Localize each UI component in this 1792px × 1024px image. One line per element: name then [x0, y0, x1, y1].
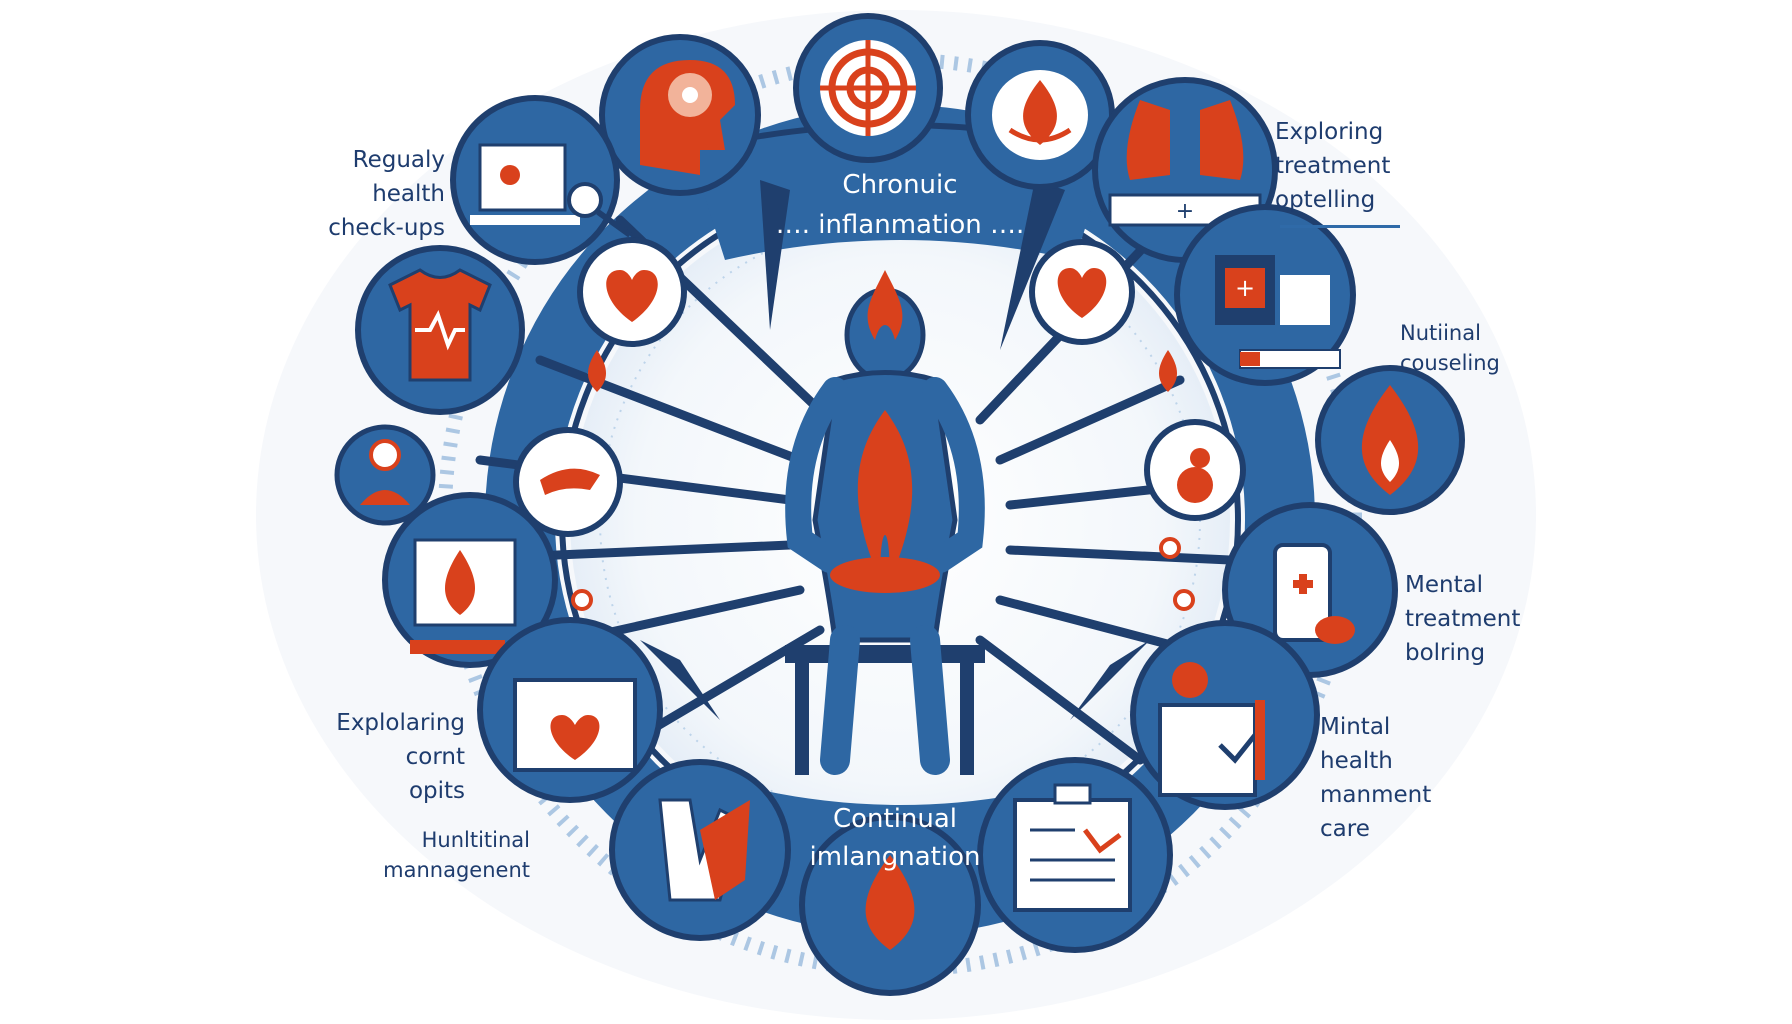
- document-icon: [977, 757, 1173, 953]
- flame-icon: [1315, 365, 1465, 515]
- center-top-label-line2: …. inflanmation ….: [775, 210, 1025, 240]
- flame-icon: [799, 814, 981, 996]
- tshirt-icon: [355, 245, 525, 415]
- svg-text:+: +: [1235, 274, 1255, 302]
- label-line: care: [1320, 816, 1370, 842]
- label-line: bolring: [1405, 640, 1486, 666]
- medicine-icon: +: [1174, 204, 1356, 386]
- label-line: health: [1320, 748, 1393, 774]
- heart-icon: [1029, 239, 1135, 345]
- brain-icon: [599, 34, 761, 196]
- target-icon: [793, 13, 943, 163]
- label-top-right: Exploring treatment optelling: [1275, 115, 1455, 217]
- pill-icon: [513, 427, 623, 537]
- small-flames: [588, 350, 1177, 392]
- label-mid-right-1: Nutiinal couseling: [1400, 318, 1570, 378]
- label-line: Regualy: [352, 147, 445, 173]
- heart-icon: [577, 237, 687, 347]
- label-line: Exploring: [1275, 119, 1384, 145]
- seated-figure: [785, 270, 985, 775]
- label-line: Mental: [1405, 572, 1484, 598]
- label-lower-right: Mintal health manment care: [1320, 710, 1490, 846]
- label-line: manment: [1320, 782, 1432, 808]
- label-line: mannagenent: [383, 858, 530, 882]
- label-lower-left: Explolaring cornt opits: [295, 706, 465, 808]
- pointer-wedges: [640, 180, 1150, 720]
- label-bottom-left: Hunltitinal mannagenent: [330, 825, 530, 885]
- label-line: treatment: [1405, 606, 1521, 632]
- label-line: opits: [408, 778, 465, 804]
- person-icon: [334, 424, 436, 526]
- center-top-label-line1: Chronuic: [842, 170, 958, 200]
- label-line: Hunltitinal: [421, 828, 530, 852]
- flame-icon: [382, 492, 558, 668]
- clipboard-icon: [1130, 620, 1320, 810]
- label-line: health: [372, 181, 445, 207]
- laptop-icon: [450, 95, 632, 265]
- folder-icon: [477, 617, 663, 803]
- label-mid-right-2: Mental treatment bolring: [1405, 568, 1575, 670]
- svg-text:+: +: [1176, 199, 1194, 224]
- label-line: treatment: [1275, 153, 1391, 179]
- label-line: Nutiinal: [1400, 321, 1481, 345]
- center-bottom-label-line2: imlangnation: [809, 842, 981, 872]
- label-line: couseling: [1400, 351, 1500, 375]
- center-bottom-label: Continual imlangnation: [780, 800, 1010, 876]
- flame-icon: [965, 40, 1115, 190]
- label-line: check-ups: [328, 215, 445, 241]
- pill-icon: [1144, 419, 1246, 521]
- label-line: Mintal: [1320, 714, 1391, 740]
- label-top-left: Regualy health check-ups: [280, 143, 445, 245]
- hand-icon: [609, 759, 791, 941]
- center-bottom-label-line1: Continual: [832, 804, 958, 834]
- label-top-right-underline: [1280, 225, 1400, 228]
- center-top-label: Chronuic …. inflanmation ….: [760, 165, 1040, 245]
- label-line: cornt: [405, 744, 465, 770]
- label-line: Explolaring: [336, 710, 465, 736]
- label-line: optelling: [1275, 187, 1376, 213]
